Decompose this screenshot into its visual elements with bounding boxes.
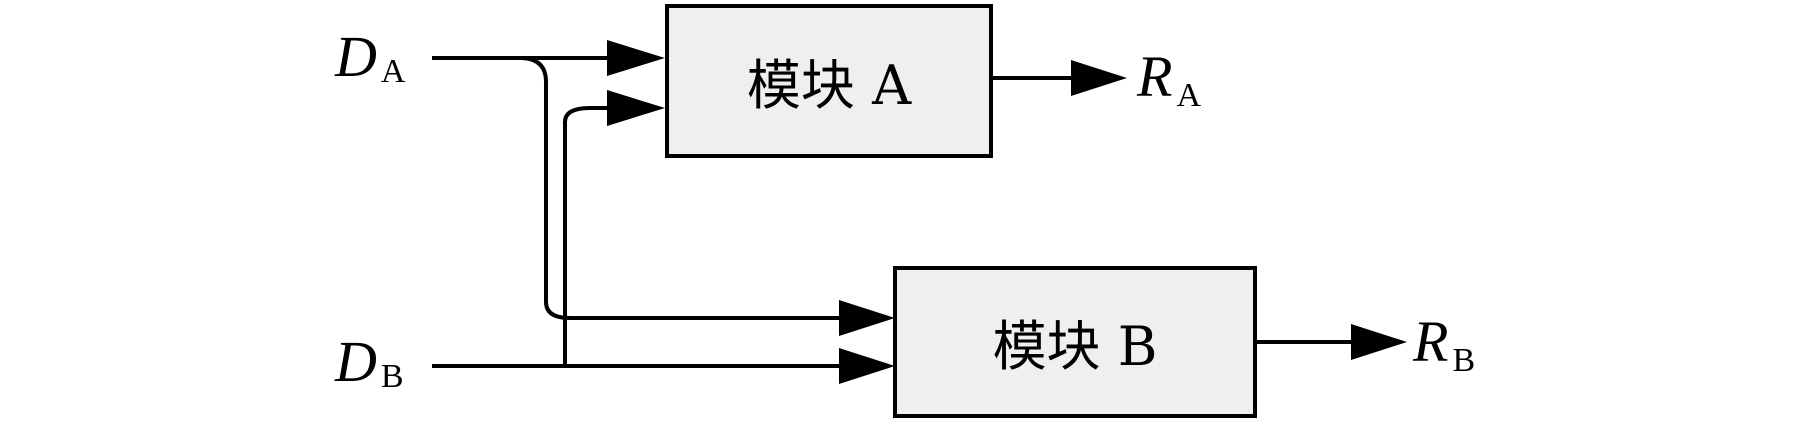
- arrowhead-module-a-to-ra: [1071, 60, 1127, 96]
- arrowhead-db-to-module-b: [839, 348, 895, 384]
- output-b-symbol: R: [1412, 309, 1448, 374]
- output-a-subscript: A: [1176, 77, 1201, 114]
- arrowhead-module-b-to-rb: [1351, 324, 1407, 360]
- module-b-label: 模块 B: [993, 315, 1158, 378]
- input-a-symbol: D: [334, 24, 377, 89]
- input-b-symbol: D: [334, 329, 377, 394]
- module-a-box: [665, 4, 993, 158]
- wire-da-to-module-b: [519, 56, 845, 320]
- module-b-box: [893, 266, 1257, 418]
- module-a-label: 模块 A: [747, 54, 912, 117]
- input-a-subscript: A: [381, 53, 406, 90]
- arrowhead-da-to-module-b: [839, 300, 895, 336]
- output-b-subscript: B: [1452, 342, 1475, 379]
- arrowhead-db-to-module-a: [607, 90, 665, 126]
- wire-db-to-module-a: [563, 106, 613, 366]
- input-b-subscript: B: [381, 358, 404, 395]
- arrowhead-da-to-module-a: [607, 40, 665, 76]
- output-a-symbol: R: [1136, 44, 1172, 109]
